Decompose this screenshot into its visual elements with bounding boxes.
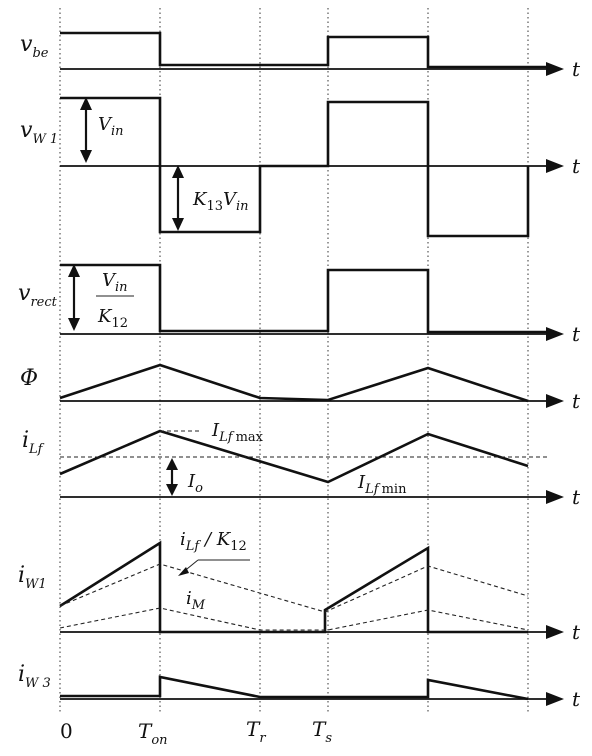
time-reference-lines bbox=[59, 8, 529, 712]
axis-label-t: t bbox=[572, 687, 581, 711]
arrow-down-icon bbox=[172, 218, 184, 231]
tick-label-t-r: Tr bbox=[246, 717, 266, 746]
annotation-vin: Vin bbox=[98, 114, 124, 139]
waveform-ilf-over-k12 bbox=[59, 563, 529, 613]
waveform-vw1 bbox=[60, 96, 530, 238]
annotation-ilf-over-k12: iLf / K12 bbox=[180, 529, 247, 554]
signal-label-iw1: iW1 bbox=[18, 563, 47, 592]
time-axes bbox=[60, 62, 564, 706]
time-tick-labels: 0 Ton Tr Ts bbox=[60, 717, 332, 748]
arrow-icon bbox=[546, 625, 564, 639]
waveform-vrect bbox=[60, 263, 548, 334]
arrow-up-icon bbox=[68, 264, 80, 277]
annotation-im: iM bbox=[186, 588, 206, 613]
arrow-up-icon bbox=[80, 97, 92, 110]
annotation-k13vin: K13Vin bbox=[192, 189, 249, 214]
axis-label-t: t bbox=[572, 154, 581, 178]
signal-labels: vbe vW 1 vrect Φ iLf iW1 iW 3 bbox=[18, 32, 58, 691]
waveforms bbox=[59, 31, 548, 701]
arrow-up-icon bbox=[172, 165, 184, 178]
arrow-icon bbox=[546, 327, 564, 341]
axis-label-t: t bbox=[572, 485, 581, 509]
waveform-ilf bbox=[59, 429, 529, 484]
arrow-icon bbox=[546, 159, 564, 173]
axis-label-t: t bbox=[572, 389, 581, 413]
arrow-icon bbox=[546, 490, 564, 504]
waveform-iw1 bbox=[59, 540, 528, 634]
arrow-down-icon bbox=[80, 150, 92, 163]
magnitude-brackets bbox=[68, 97, 184, 496]
arrow-down-icon bbox=[166, 484, 178, 496]
annotation-rect-numerator: Vin bbox=[102, 270, 128, 295]
signal-label-vw1: vW 1 bbox=[20, 118, 58, 147]
tick-label-t-on: Ton bbox=[138, 719, 168, 748]
arrow-icon bbox=[546, 692, 564, 706]
annotation-io: Io bbox=[187, 471, 203, 496]
waveform-vbe bbox=[60, 31, 548, 69]
axis-label-t: t bbox=[572, 322, 581, 346]
waveform-im bbox=[59, 607, 529, 631]
signal-label-vrect: vrect bbox=[18, 281, 58, 310]
signal-label-vbe: vbe bbox=[20, 32, 49, 61]
signal-label-phi: Φ bbox=[20, 366, 38, 391]
signal-label-iw3: iW 3 bbox=[18, 662, 51, 691]
waveform-iw3 bbox=[60, 675, 529, 701]
waveform-phi bbox=[59, 363, 529, 403]
signal-label-ilf: iLf bbox=[22, 428, 45, 457]
tick-label-t-s: Ts bbox=[312, 717, 332, 746]
arrow-icon bbox=[546, 394, 564, 408]
axis-label-t: t bbox=[572, 620, 581, 644]
arrow-up-icon bbox=[166, 458, 178, 470]
axis-label-t: t bbox=[572, 57, 581, 81]
arrow-icon bbox=[546, 62, 564, 76]
tick-label-zero: 0 bbox=[60, 719, 73, 743]
arrow-icon bbox=[178, 567, 189, 576]
arrow-down-icon bbox=[68, 318, 80, 331]
leader-lines bbox=[178, 559, 250, 576]
annotation-rect-denominator: K12 bbox=[97, 306, 128, 331]
axis-t-labels: t t t t t t t bbox=[572, 57, 581, 711]
